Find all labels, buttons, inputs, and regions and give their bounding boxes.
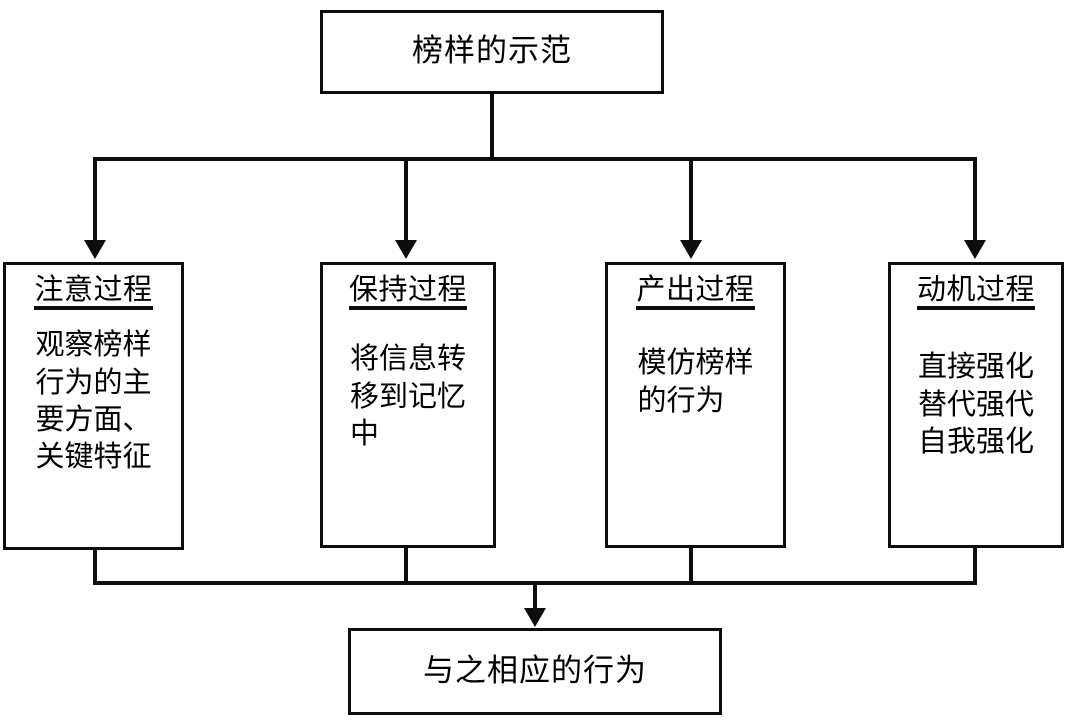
node-attention-process-body: 观察榜样 行为的主 要方面、 关键特征 xyxy=(35,327,152,473)
connector-branch-motivation xyxy=(973,157,977,242)
node-retention-process[interactable]: 保持过程 将信息转 移到记忆 中 xyxy=(320,262,496,548)
connector-merge-retention xyxy=(404,546,408,585)
node-motivation-process-title: 动机过程 xyxy=(916,273,1035,311)
connector-outcome-stem xyxy=(533,581,537,611)
connector-merge-motivation xyxy=(973,546,977,585)
connector-merge-production xyxy=(689,546,693,585)
node-production-process-body: 模仿榜样 的行为 xyxy=(637,345,754,417)
node-retention-process-title: 保持过程 xyxy=(348,273,467,311)
connector-branch-retention xyxy=(404,157,408,242)
connector-top-stem xyxy=(490,94,494,161)
node-motivation-process-body: 直接强化 替代强代 自我强化 xyxy=(917,349,1034,458)
node-production-process-title: 产出过程 xyxy=(636,273,755,311)
arrowhead-attention-icon xyxy=(84,240,106,259)
node-attention-process-title: 注意过程 xyxy=(34,273,153,311)
node-corresponding-behavior-label: 与之相应的行为 xyxy=(423,652,647,689)
connector-merge-attention xyxy=(93,548,97,585)
connector-branch-production xyxy=(689,157,693,242)
arrowhead-retention-icon xyxy=(395,240,417,259)
node-model-demonstration-label: 榜样的示范 xyxy=(412,33,572,70)
node-retention-process-body: 将信息转 移到记忆 中 xyxy=(349,341,466,450)
node-production-process[interactable]: 产出过程 模仿榜样 的行为 xyxy=(605,262,786,548)
node-motivation-process[interactable]: 动机过程 直接强化 替代强代 自我强化 xyxy=(888,262,1064,548)
node-attention-process[interactable]: 注意过程 观察榜样 行为的主 要方面、 关键特征 xyxy=(3,262,184,550)
arrowhead-outcome-icon xyxy=(524,608,546,627)
connector-branch-attention xyxy=(93,157,97,242)
node-corresponding-behavior[interactable]: 与之相应的行为 xyxy=(348,628,722,715)
arrowhead-production-icon xyxy=(680,240,702,259)
node-model-demonstration[interactable]: 榜样的示范 xyxy=(320,10,664,94)
arrowhead-motivation-icon xyxy=(964,240,986,259)
connector-distribution-bus xyxy=(93,157,977,161)
